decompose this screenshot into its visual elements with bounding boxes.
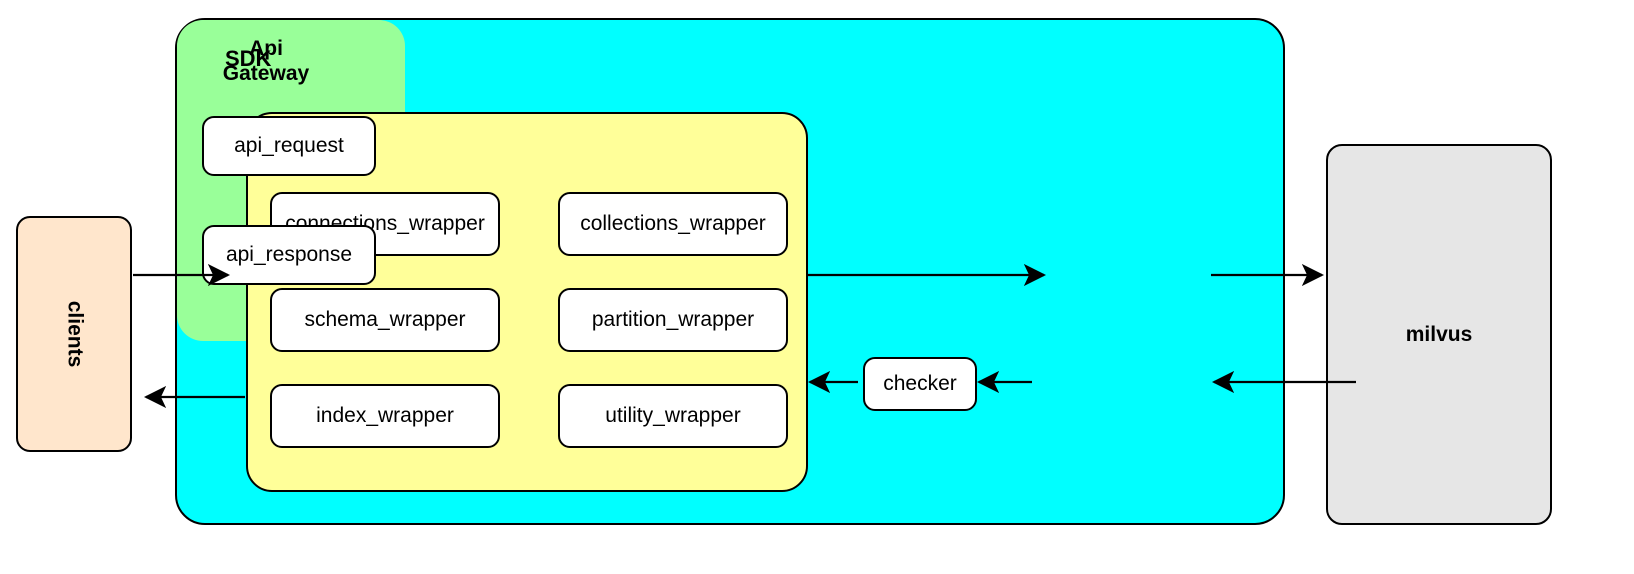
module-label: api_request: [234, 134, 344, 157]
module-index-wrapper[interactable]: index_wrapper: [270, 384, 500, 448]
module-partition-wrapper[interactable]: partition_wrapper: [558, 288, 788, 352]
clients-label: clients: [63, 300, 86, 368]
checker-box[interactable]: checker: [863, 357, 977, 411]
sdk-label: SDK: [225, 46, 272, 71]
module-label: schema_wrapper: [304, 308, 466, 331]
module-label: index_wrapper: [316, 404, 454, 427]
sdk-container[interactable]: SDK Api Wrapper connections_wrapper coll…: [175, 18, 1285, 525]
module-connections-wrapper[interactable]: connections_wrapper: [270, 192, 500, 256]
module-label: collections_wrapper: [580, 212, 766, 235]
module-collections-wrapper[interactable]: collections_wrapper: [558, 192, 788, 256]
module-label: api_response: [225, 243, 353, 266]
module-schema-wrapper[interactable]: schema_wrapper: [270, 288, 500, 352]
checker-label: checker: [883, 372, 957, 395]
milvus-label: milvus: [1405, 322, 1473, 346]
module-label: partition_wrapper: [591, 308, 755, 331]
module-api-request[interactable]: api_request: [202, 116, 376, 176]
module-label: utility_wrapper: [605, 404, 741, 427]
clients-box[interactable]: clients: [16, 216, 132, 452]
module-api-response[interactable]: api_response: [202, 225, 376, 285]
module-utility-wrapper[interactable]: utility_wrapper: [558, 384, 788, 448]
api-gateway-label: Api Gateway: [222, 37, 310, 86]
milvus-box[interactable]: milvus: [1326, 144, 1552, 525]
